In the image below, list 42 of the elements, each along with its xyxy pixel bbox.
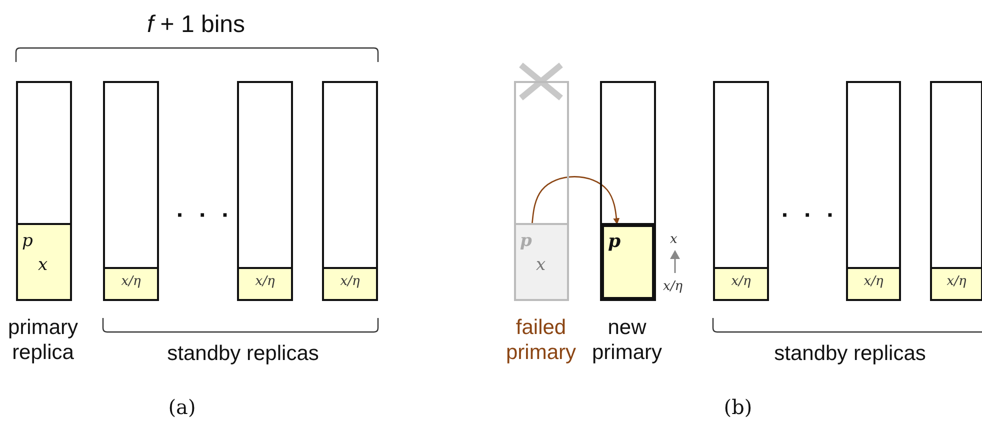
- math-symbol: x/η: [663, 280, 682, 293]
- math-symbol: p: [608, 233, 621, 251]
- bin: [846, 81, 901, 301]
- math-symbol: p: [22, 233, 33, 250]
- math-symbol: x/η: [254, 275, 276, 288]
- math-symbol: p: [520, 233, 532, 250]
- math-symbol: x: [670, 233, 678, 246]
- math-symbol: x/η: [120, 275, 142, 288]
- filled-portion: [514, 223, 569, 301]
- bin-caption: standby replicas: [166, 341, 320, 366]
- math-symbol: x/η: [339, 275, 361, 288]
- bin: [600, 81, 656, 301]
- bin: [713, 81, 769, 301]
- bin-caption: primary replica: [6, 315, 79, 365]
- ellipsis: · · ·: [780, 203, 840, 228]
- math-symbol: x/η: [730, 275, 752, 288]
- math-symbol: x/η: [946, 275, 968, 288]
- bin: [103, 81, 159, 301]
- bin: [237, 81, 293, 301]
- bin-caption: standby replicas: [773, 341, 927, 366]
- bin: [930, 81, 982, 301]
- title: f + 1 bins: [146, 12, 246, 37]
- subfigure-label: (b): [722, 395, 754, 420]
- math-symbol: x: [38, 257, 48, 274]
- filled-portion: [930, 267, 982, 301]
- bin-caption: new primary: [590, 315, 663, 365]
- subfigure-label: (a): [167, 395, 197, 420]
- bin: [16, 81, 72, 301]
- bin: [322, 81, 378, 301]
- filled-portion: [322, 267, 378, 301]
- failed-bin: [514, 81, 569, 301]
- math-symbol: x: [536, 257, 546, 274]
- bin-caption: failed primary: [504, 315, 577, 365]
- filled-portion: [103, 267, 159, 301]
- filled-portion: [237, 267, 293, 301]
- filled-portion: [713, 267, 769, 301]
- ellipsis: · · ·: [175, 203, 235, 228]
- filled-portion: [16, 223, 72, 301]
- math-symbol: x/η: [862, 275, 884, 288]
- filled-portion: [846, 267, 901, 301]
- curved-arrow: [531, 176, 620, 226]
- filled-portion: [600, 223, 656, 301]
